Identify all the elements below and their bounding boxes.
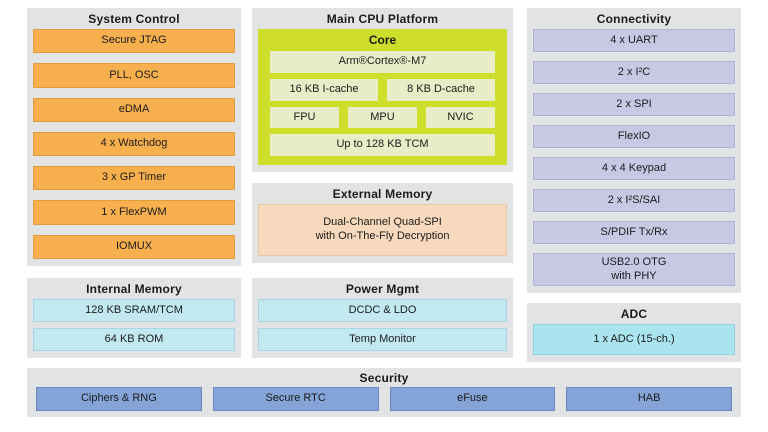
connectivity-blocks: 4 x UART 2 x I²C 2 x SPI FlexIO 4 x 4 Ke… [527,29,741,293]
block-quad-spi: Dual-Channel Quad-SPI with On-The-Fly De… [258,204,507,256]
block-nvic: NVIC [426,106,495,129]
block-uart: 4 x UART [533,29,735,52]
panel-title-power-mgmt: Power Mgmt [345,281,420,296]
block-secure-jtag: Secure JTAG [33,29,235,54]
core-row-tcm: Up to 128 KB TCM [270,134,495,156]
block-spdif: S/PDIF Tx/Rx [533,221,735,244]
panel-title-connectivity: Connectivity [596,11,672,26]
block-i2s-sai: 2 x I²S/SAI [533,189,735,212]
block-flexpwm: 1 x FlexPWM [33,200,235,225]
panel-main-cpu-platform: Main CPU Platform Core Arm®Cortex®-M7 16… [252,8,513,172]
core-box: Core Arm®Cortex®-M7 16 KB I-cache 8 KB D… [258,29,507,165]
core-rows: Arm®Cortex®-M7 16 KB I-cache 8 KB D-cach… [258,51,507,165]
block-edma: eDMA [33,97,235,122]
panel-external-memory: External Memory Dual-Channel Quad-SPI wi… [252,183,513,263]
block-keypad: 4 x 4 Keypad [533,157,735,180]
block-sram-tcm: 128 KB SRAM/TCM [33,299,235,322]
security-blocks: Ciphers & RNG Secure RTC eFuse HAB [27,387,741,417]
block-hab: HAB [566,387,732,411]
block-pll-osc: PLL, OSC [33,63,235,88]
block-ciphers-rng: Ciphers & RNG [36,387,202,411]
block-i2c: 2 x I²C [533,61,735,84]
internal-memory-blocks: 128 KB SRAM/TCM 64 KB ROM [27,299,241,358]
block-watchdog: 4 x Watchdog [33,131,235,157]
block-usb-otg: USB2.0 OTG with PHY [533,253,735,286]
block-flexio: FlexIO [533,125,735,148]
block-cortex-m7: Arm®Cortex®-M7 [270,51,495,73]
panel-title-internal-memory: Internal Memory [86,281,182,296]
block-temp-monitor: Temp Monitor [258,328,507,351]
block-rom: 64 KB ROM [33,328,235,351]
block-mpu: MPU [348,106,417,129]
block-secure-rtc: Secure RTC [212,387,379,411]
block-icache: 16 KB I-cache [270,78,378,101]
block-iomux: IOMUX [33,234,235,259]
block-efuse: eFuse [389,387,556,411]
block-tcm: Up to 128 KB TCM [270,134,495,156]
panel-security: Security Ciphers & RNG Secure RTC eFuse … [27,368,741,417]
panel-internal-memory: Internal Memory 128 KB SRAM/TCM 64 KB RO… [27,278,241,358]
block-gp-timer: 3 x GP Timer [33,166,235,191]
panel-title-adc: ADC [620,306,648,321]
panel-connectivity: Connectivity 4 x UART 2 x I²C 2 x SPI Fl… [527,8,741,293]
panel-title-security: Security [359,370,409,385]
panel-power-mgmt: Power Mgmt DCDC & LDO Temp Monitor [252,278,513,358]
core-row-cpu: Arm®Cortex®-M7 [270,51,495,73]
core-title: Core [368,33,397,47]
core-row-units: FPU MPU NVIC [270,106,495,129]
block-spi: 2 x SPI [533,93,735,116]
panel-adc: ADC 1 x ADC (15-ch.) [527,303,741,362]
core-row-caches: 16 KB I-cache 8 KB D-cache [270,78,495,101]
panel-title-system-control: System Control [88,11,180,26]
power-mgmt-blocks: DCDC & LDO Temp Monitor [252,299,513,358]
block-adc: 1 x ADC (15-ch.) [533,324,735,355]
block-dcdc-ldo: DCDC & LDO [258,299,507,322]
block-fpu: FPU [270,106,339,129]
panel-title-external-memory: External Memory [332,186,433,201]
system-control-blocks: Secure JTAG PLL, OSC eDMA 4 x Watchdog 3… [27,29,241,266]
panel-title-main-cpu-platform: Main CPU Platform [326,11,439,26]
panel-system-control: System Control Secure JTAG PLL, OSC eDMA… [27,8,241,266]
block-dcache: 8 KB D-cache [387,78,495,101]
